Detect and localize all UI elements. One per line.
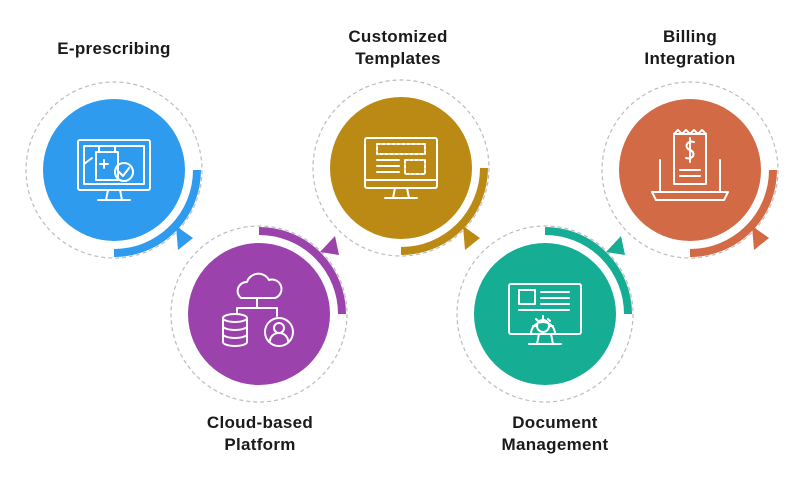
arrowhead-e-prescribing <box>176 226 193 250</box>
label-line: Platform <box>224 435 296 454</box>
arc-arrow-billing-integration <box>689 169 777 257</box>
label-line: E-prescribing <box>57 39 171 58</box>
arrowhead-document-management <box>606 236 625 255</box>
label-customized-templates: Customized Templates <box>318 26 478 70</box>
disc-cloud-based-platform <box>188 243 330 385</box>
label-line: Templates <box>355 49 441 68</box>
cloud-database-user-icon <box>222 272 294 347</box>
monitor-document-gear-icon <box>508 283 582 345</box>
label-line: Billing <box>662 27 718 46</box>
arc-arrow-customized-templates <box>400 167 488 255</box>
ring-document-management <box>456 225 634 403</box>
monitor-prescription-bottle-icon <box>77 139 151 201</box>
label-line: Integration <box>644 49 736 68</box>
label-billing-integration: Billing Integration <box>610 26 770 70</box>
arrowhead-billing-integration <box>752 226 769 250</box>
label-cloud-based-platform: Cloud-based Platform <box>180 412 340 456</box>
label-e-prescribing: E-prescribing <box>34 38 194 60</box>
monitor-template-icon <box>364 137 438 199</box>
arc-arrow-document-management <box>544 227 632 315</box>
disc-e-prescribing <box>43 99 185 241</box>
discs <box>43 97 761 385</box>
ring-customized-templates <box>312 79 490 257</box>
arrowhead-cloud-based-platform <box>320 236 339 255</box>
arrowheads <box>176 226 769 255</box>
dashed-rings <box>25 79 779 403</box>
disc-customized-templates <box>330 97 472 239</box>
label-line: Customized <box>348 27 448 46</box>
ring-cloud-based-platform <box>170 225 348 403</box>
arc-arrows <box>113 167 777 315</box>
label-line: Cloud-based <box>206 413 314 432</box>
arrowhead-customized-templates <box>463 226 480 250</box>
arc-arrow-cloud-based-platform <box>258 227 346 315</box>
ring-billing-integration <box>601 81 779 259</box>
label-line: Document <box>512 413 598 432</box>
label-document-management: Document Management <box>470 412 640 456</box>
laptop-receipt-dollar-icon <box>651 129 729 201</box>
label-line: Management <box>501 435 609 454</box>
ring-e-prescribing <box>25 81 203 259</box>
arc-arrow-e-prescribing <box>113 169 201 257</box>
disc-document-management <box>474 243 616 385</box>
